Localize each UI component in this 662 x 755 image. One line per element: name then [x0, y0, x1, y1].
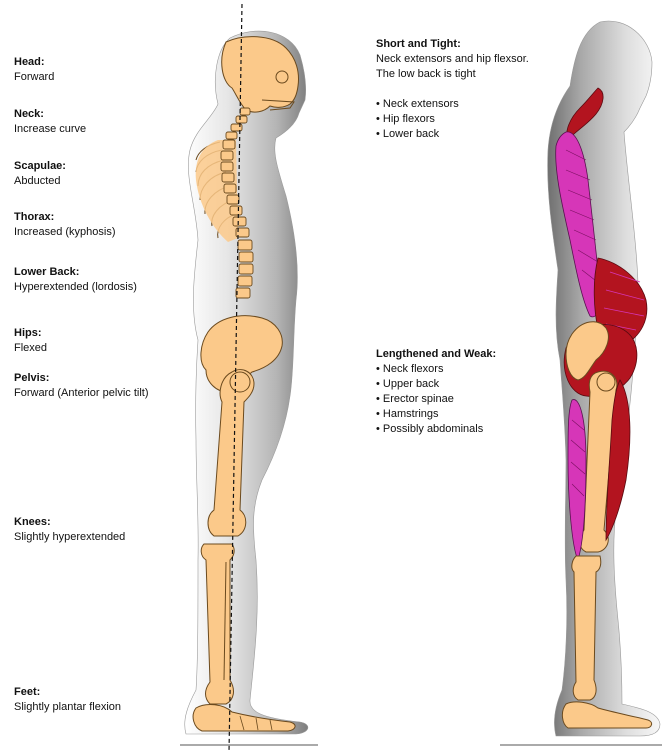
label-lower-back-title: Lower Back: [14, 265, 137, 280]
right-femur-head [597, 373, 615, 391]
list-item: Upper back [376, 377, 576, 392]
label-lower-back: Lower Back: Hyperextended (lordosis) [14, 265, 137, 295]
list-item: Possibly abdominals [376, 422, 576, 437]
label-neck-title: Neck: [14, 107, 86, 122]
left-figure [180, 4, 318, 752]
label-hips: Hips: Flexed [14, 326, 47, 356]
label-neck: Neck: Increase curve [14, 107, 86, 137]
list-item: Erector spinae [376, 392, 576, 407]
list-item: Lower back [376, 127, 576, 142]
label-neck-value: Increase curve [14, 122, 86, 137]
label-thorax-title: Thorax: [14, 210, 116, 225]
label-knees: Knees: Slightly hyperextended [14, 515, 125, 545]
short-tight-panel: Short and Tight: Neck extensors and hip … [376, 37, 576, 142]
label-scapulae-title: Scapulae: [14, 159, 66, 174]
list-item: Neck flexors [376, 362, 576, 377]
lengthened-weak-title: Lengthened and Weak: [376, 347, 576, 362]
label-thorax-value: Increased (kyphosis) [14, 225, 116, 240]
label-head: Head: Forward [14, 55, 54, 85]
list-item: Neck extensors [376, 97, 576, 112]
label-knees-title: Knees: [14, 515, 125, 530]
label-feet: Feet: Slightly plantar flexion [14, 685, 121, 715]
label-feet-title: Feet: [14, 685, 121, 700]
orbit [276, 71, 288, 83]
list-item: Hamstrings [376, 407, 576, 422]
lengthened-weak-list: Neck flexors Upper back Erector spinae H… [376, 362, 576, 437]
label-scapulae-value: Abducted [14, 174, 66, 189]
label-head-title: Head: [14, 55, 54, 70]
short-tight-list: Neck extensors Hip flexors Lower back [376, 97, 576, 142]
label-head-value: Forward [14, 70, 54, 85]
short-tight-line-1: Neck extensors and hip flexsor. [376, 52, 576, 67]
label-pelvis: Pelvis: Forward (Anterior pelvic tilt) [14, 371, 148, 401]
label-hips-value: Flexed [14, 341, 47, 356]
short-tight-line-2: The low back is tight [376, 67, 576, 82]
list-item: Hip flexors [376, 112, 576, 127]
label-knees-value: Slightly hyperextended [14, 530, 125, 545]
label-pelvis-value: Forward (Anterior pelvic tilt) [14, 386, 148, 401]
short-tight-title: Short and Tight: [376, 37, 576, 52]
label-thorax: Thorax: Increased (kyphosis) [14, 210, 116, 240]
lengthened-weak-panel: Lengthened and Weak: Neck flexors Upper … [376, 347, 576, 437]
label-pelvis-title: Pelvis: [14, 371, 148, 386]
label-feet-value: Slightly plantar flexion [14, 700, 121, 715]
label-scapulae: Scapulae: Abducted [14, 159, 66, 189]
label-lower-back-value: Hyperextended (lordosis) [14, 280, 137, 295]
femur-head [230, 372, 250, 392]
label-hips-title: Hips: [14, 326, 47, 341]
